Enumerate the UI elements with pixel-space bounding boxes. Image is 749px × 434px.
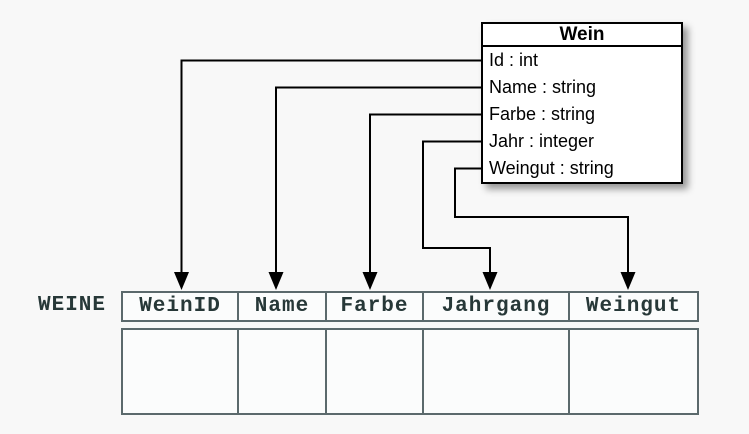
connector-weingut-to-weingut <box>454 167 636 290</box>
table-body-cell <box>121 328 239 415</box>
table-name-label: WEINE <box>37 294 106 317</box>
table-header-row: WeinID Name Farbe Jahrgang Weingut <box>121 291 699 322</box>
relation-table-header: WeinID Name Farbe Jahrgang Weingut <box>121 291 699 322</box>
column-header-name: Name <box>237 291 327 322</box>
class-attribute-jahr: Jahr : integer <box>489 131 595 151</box>
column-header-weinid: WeinID <box>121 291 239 322</box>
class-attribute-farbe: Farbe : string <box>489 104 596 124</box>
class-attribute-weingut: Weingut : string <box>489 158 614 178</box>
column-header-jahrgang: Jahrgang <box>422 291 570 322</box>
table-body-cell <box>568 328 699 415</box>
uml-class-wein: Wein Id : int Name : string Farbe : stri… <box>481 22 683 184</box>
table-body-cell <box>422 328 570 415</box>
class-attribute-id: Id : int <box>489 50 539 70</box>
connector-farbe-to-farbe <box>362 113 483 290</box>
table-body-cell <box>237 328 327 415</box>
table-body-cell <box>325 328 424 415</box>
class-attribute-name: Name : string <box>489 77 597 97</box>
table-body-row <box>121 328 699 415</box>
relation-table-body <box>121 328 699 415</box>
connector-id-to-weinid <box>174 59 483 290</box>
class-title: Wein <box>483 24 681 47</box>
column-header-weingut: Weingut <box>568 291 699 322</box>
connector-name-to-name <box>268 86 483 290</box>
column-header-farbe: Farbe <box>325 291 424 322</box>
